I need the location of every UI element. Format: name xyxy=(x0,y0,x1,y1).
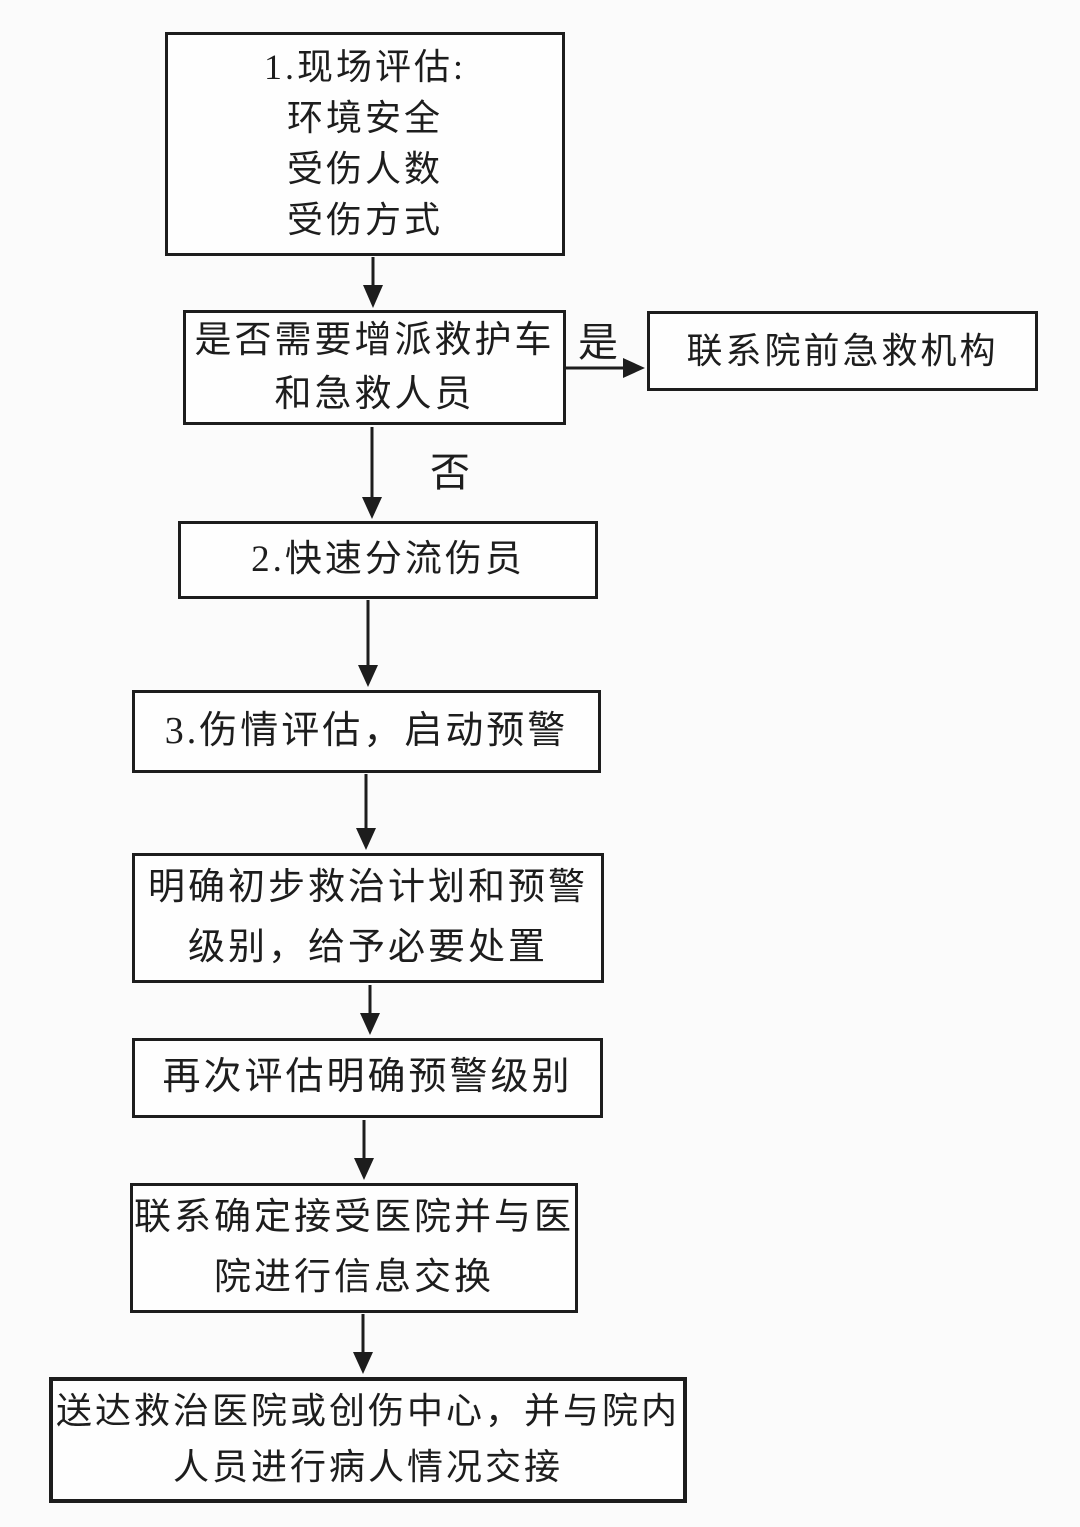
node-contact-receiving-hospital-line: 院进行信息交换 xyxy=(214,1257,494,1298)
node-initial-plan-line: 明确初步救治计划和预警 xyxy=(148,867,588,909)
node-deliver-and-handover-line: 人员进行病人情况交接 xyxy=(172,1447,563,1487)
arrow-reassess-to-hospital xyxy=(354,1120,374,1180)
arrow-decision-to-triage xyxy=(362,427,382,519)
node-reassess-warning-level: 再次评估明确预警级别 xyxy=(132,1038,603,1118)
arrow-decision-to-prehospital xyxy=(566,358,645,378)
node-reassess-warning-level-line: 再次评估明确预警级别 xyxy=(162,1056,573,1099)
node-contact-prehospital: 联系院前急救机构 xyxy=(647,311,1038,391)
edge-label-yes: 是 xyxy=(578,320,618,365)
node-contact-receiving-hospital: 联系确定接受医院并与医 院进行信息交换 xyxy=(130,1183,578,1313)
node-need-backup-decision-line: 是否需要增派救护车 xyxy=(194,319,555,361)
node-contact-prehospital-line: 联系院前急救机构 xyxy=(686,330,999,371)
node-rapid-triage-line: 2.快速分流伤员 xyxy=(251,539,525,581)
node-scene-assessment-line: 1.现场评估: xyxy=(263,46,466,87)
node-scene-assessment: 1.现场评估: 环境安全 受伤人数 受伤方式 xyxy=(165,32,565,256)
node-initial-plan: 明确初步救治计划和预警 级别，给予必要处置 xyxy=(132,853,604,983)
edge-label-no: 否 xyxy=(430,450,470,495)
node-injury-assessment: 3.伤情评估，启动预警 xyxy=(132,690,601,773)
node-need-backup-decision: 是否需要增派救护车 和急救人员 xyxy=(183,310,566,425)
arrow-plan-to-reassess xyxy=(360,985,380,1035)
node-scene-assessment-line: 受伤方式 xyxy=(286,200,443,241)
node-scene-assessment-line: 环境安全 xyxy=(286,97,443,138)
node-scene-assessment-line: 受伤人数 xyxy=(286,149,443,189)
node-need-backup-decision-line: 和急救人员 xyxy=(274,373,475,415)
node-deliver-and-handover-line: 送达救治医院或创伤中心，并与院内 xyxy=(55,1391,680,1432)
arrow-hospital-to-handover xyxy=(353,1314,373,1374)
node-deliver-and-handover: 送达救治医院或创伤中心，并与院内 人员进行病人情况交接 xyxy=(49,1377,687,1503)
node-injury-assessment-line: 3.伤情评估，启动预警 xyxy=(164,709,569,752)
node-contact-receiving-hospital-line: 联系确定接受医院并与医 xyxy=(134,1197,574,1239)
arrow-assessment-to-plan xyxy=(356,774,376,850)
arrow-scene-to-decision xyxy=(363,257,383,308)
node-rapid-triage: 2.快速分流伤员 xyxy=(178,521,598,599)
node-initial-plan-line: 级别，给予必要处置 xyxy=(188,927,548,968)
arrow-triage-to-assessment xyxy=(358,600,378,687)
